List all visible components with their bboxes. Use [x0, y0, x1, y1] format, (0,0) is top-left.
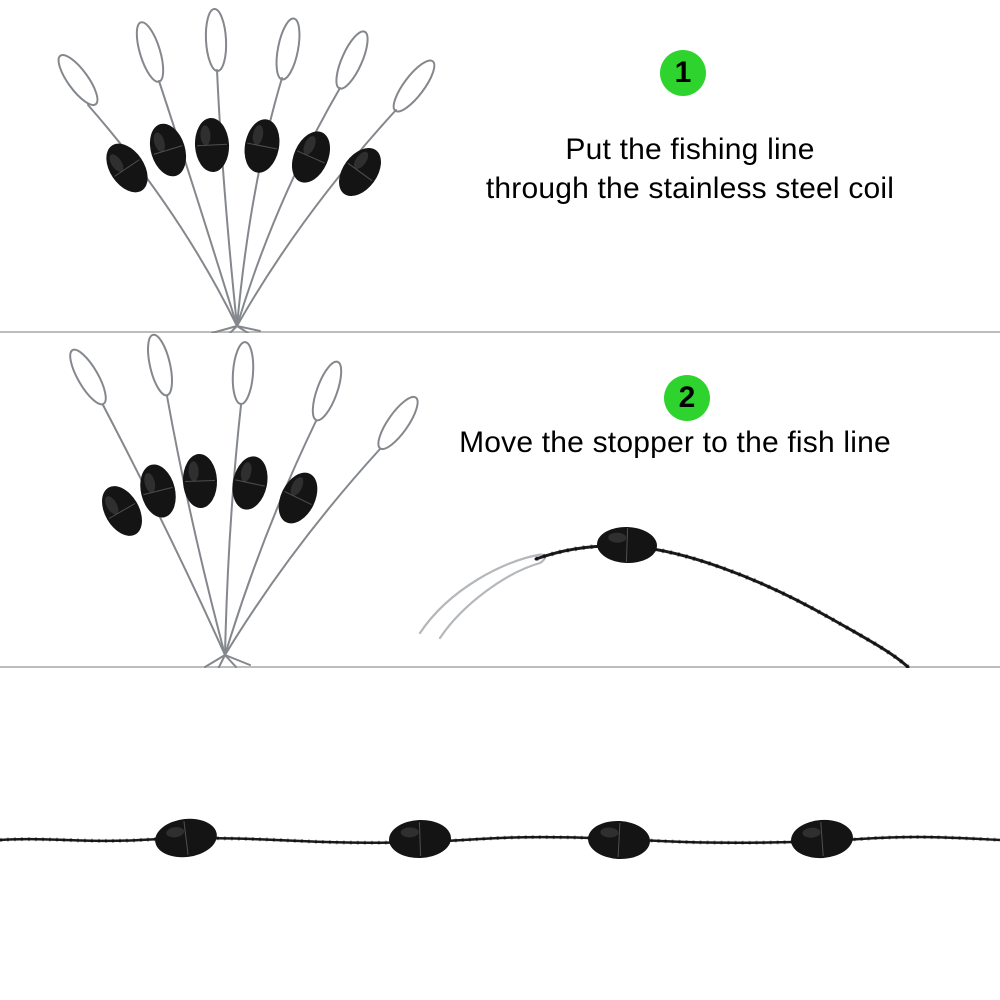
step-2-badge: 2	[664, 375, 710, 421]
step-1-caption: Put the fishing line through the stainle…	[420, 130, 960, 208]
steel-coil-loops	[69, 333, 419, 451]
stopper-beads	[106, 118, 382, 197]
step-1-line-1: Put the fishing line	[565, 133, 815, 166]
stopper-beads	[102, 454, 318, 536]
result-panel	[0, 668, 1000, 1000]
step-1-number: 1	[674, 56, 692, 89]
steel-coil-loops	[57, 8, 436, 113]
step-2-panel: 2 Move the stopper to the fish line	[0, 333, 1000, 668]
stopper-bundle-5-illustration	[69, 333, 910, 668]
step-1-panel: 1 Put the fishing line through the stain…	[0, 0, 1000, 333]
step-1-badge: 1	[660, 50, 706, 96]
fishing-line-with-4-stoppers-illustration	[0, 818, 1000, 860]
step-2-caption: Move the stopper to the fish line	[370, 423, 980, 462]
step-2-line-1: Move the stopper to the fish line	[459, 426, 891, 459]
step-2-number: 2	[678, 381, 696, 414]
step-1-line-2: through the stainless steel coil	[485, 172, 895, 205]
stopper-bundle-6-illustration	[57, 8, 436, 333]
stopper-on-fishline-illustration	[418, 526, 910, 668]
stopper-beads-on-line	[155, 818, 853, 860]
